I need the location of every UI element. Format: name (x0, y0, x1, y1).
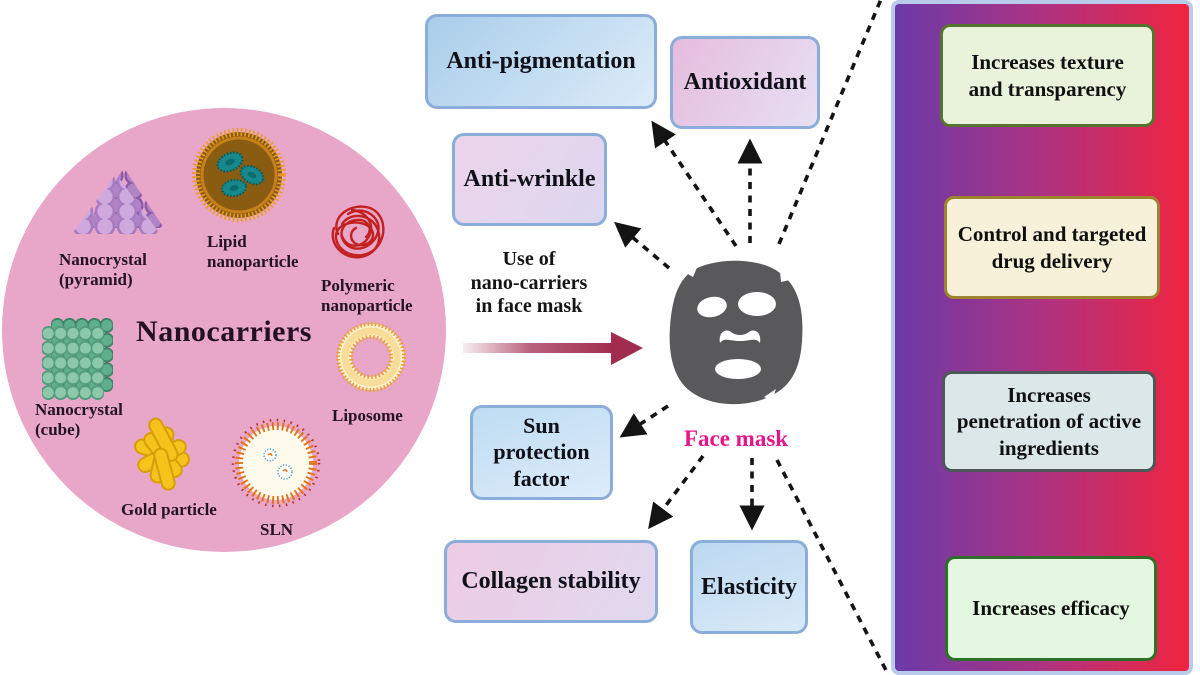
flow-arrow (463, 332, 643, 365)
label-lipid-nanoparticle: Lipid nanoparticle (207, 232, 299, 271)
label-sln: SLN (260, 520, 294, 539)
face-mask-illustration (669, 260, 803, 405)
label-gold-particle: Gold particle (121, 500, 217, 519)
effect-box-elasticity: Elasticity (690, 540, 808, 634)
label-nanocrystal-cube: Nanocrystal (cube) (35, 400, 123, 439)
cube-front-layer (42, 326, 104, 400)
nanocrystal-pyramid-illustration (72, 168, 164, 234)
benefit-box-drug-delivery: Control and targeted drug delivery (944, 196, 1160, 299)
gold-particle-illustration (134, 417, 190, 491)
benefit-box-penetration: Increases penetration of active ingredie… (942, 371, 1156, 472)
lipid-nanoparticle-illustration (192, 128, 286, 222)
sln-illustration (231, 418, 321, 508)
nanocrystal-cube-illustration (42, 318, 116, 402)
label-polymeric-nanoparticle: Polymeric nanoparticle (321, 276, 413, 315)
polymeric-nanoparticle-illustration (331, 205, 385, 259)
effect-box-collagen-stability: Collagen stability (444, 540, 658, 623)
face-mask-label: Face mask (683, 426, 789, 451)
effect-box-anti-wrinkle: Anti-wrinkle (452, 133, 607, 226)
label-liposome: Liposome (332, 406, 403, 425)
nanocarriers-title: Nanocarriers (136, 315, 312, 348)
label-nanocrystal-pyramid: Nanocrystal (pyramid) (59, 250, 147, 289)
benefit-box-efficacy: Increases efficacy (945, 556, 1157, 661)
effect-box-sun-protection-factor: Sun protection factor (470, 405, 613, 500)
nanocarriers-circle: Nanocrystal (pyramid) Lipid nanoparticle (2, 108, 446, 552)
benefit-box-texture-transparency: Increases texture and transparency (940, 24, 1155, 127)
benefits-panel: Increases texture and transparency Contr… (891, 0, 1193, 675)
effect-box-anti-pigmentation: Anti-pigmentation (425, 14, 657, 109)
liposome-illustration (336, 322, 406, 392)
flow-caption: Use of nano-carriers in face mask (470, 248, 588, 318)
effect-box-antioxidant: Antioxidant (670, 36, 820, 129)
